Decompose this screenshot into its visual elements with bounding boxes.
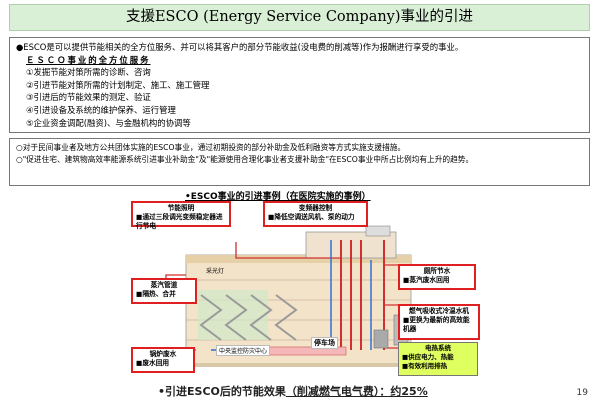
power-system-title: 电热系统 — [425, 344, 451, 352]
steam-pipe-title: 蒸汽管道 — [150, 281, 178, 289]
example-title: •ESCO事业的引进事例（在医院实施的事例） — [185, 192, 371, 202]
toilet-water-title: 厕所节水 — [423, 267, 451, 275]
parking-label: 停车场 — [311, 337, 338, 349]
esco-lead-text: ●ESCO是可以提供节能相关的全方位服务、并可以将其客户的部分节能收益(没电费的… — [16, 42, 464, 52]
lighting-box: 节能照明 ■通过三段调光变频稳定器进行节电 — [131, 201, 231, 230]
service-item: ③引进后的节能效果的测定、验证 — [26, 92, 151, 103]
effect-value: （削减燃气电气费）：约25% — [285, 385, 428, 398]
boiler-water-text: ■废水回用 — [136, 359, 170, 367]
absorption-chiller-box: 燃气吸收式冷温水机 ■更换为最新的高效能机器 — [398, 304, 480, 340]
transducer-title: 变频器控制 — [298, 204, 333, 212]
control-center-label: 中央监控防灾中心 — [216, 345, 271, 356]
toilet-water-box: 厕所节水 ■蒸汽废水回用 — [398, 264, 476, 290]
skylight-label: 采光灯 — [206, 268, 225, 275]
power-system-text2: ■有效利用排热 — [402, 362, 448, 370]
esco-services-subtitle: ＥＳＣＯ事业的全方位服务 — [26, 54, 151, 65]
page-number: 19 — [576, 388, 588, 398]
support-paragraph: ○对于民间事业者及地方公共团体实施的ESCO事业，通过初期投资的部分补助金及低利… — [16, 143, 406, 152]
support-measures-box: ○对于民间事业者及地方公共团体实施的ESCO事业，通过初期投资的部分补助金及低利… — [9, 138, 590, 186]
absorption-chiller-title: 燃气吸收式冷温水机 — [408, 307, 470, 315]
transducer-box: 变频器控制 ■降低空调送风机、泵的动力 — [263, 201, 368, 227]
esco-intro-box: ●ESCO是可以提供节能相关的全方位服务、并可以将其客户的部分节能收益(没电费的… — [9, 37, 590, 133]
service-item: ⑤企业资金调配(融资)、与金融机构的协调等 — [26, 117, 191, 128]
lighting-title: 节能照明 — [167, 204, 195, 212]
effect-summary: •引进ESCO后的节能效果（削减燃气电气费）：约25% — [158, 383, 428, 399]
page-title: 支援ESCO (Energy Service Company)事业的引进 — [9, 4, 590, 31]
absorption-chiller-text: ■更换为最新的高效能机器 — [403, 316, 470, 333]
transducer-text: ■降低空调送风机、泵的动力 — [268, 213, 355, 221]
boiler-water-title: 锅炉废水 — [149, 350, 177, 358]
steam-pipe-box: 蒸汽管道 ■隔热、合并 — [131, 278, 197, 304]
power-system-text: ■供应电力、热能 — [402, 353, 454, 361]
power-system-box: 电热系统 ■供应电力、热能 ■有效利用排热 — [398, 342, 478, 376]
service-item: ①发掘节能对策所需的诊断、咨询 — [26, 67, 151, 78]
hospital-diagram: 采光灯 中央监控防灾中心 停车场 节能照明 ■通过三段调光变频稳定器进行节电 变… — [126, 200, 481, 377]
toilet-water-text: ■蒸汽废水回用 — [403, 276, 450, 284]
service-item: ④引进设备及系统的维护保养、运行管理 — [26, 104, 176, 115]
boiler-water-box: 锅炉废水 ■废水回用 — [131, 347, 195, 373]
effect-prefix: •引进ESCO后的节能效果 — [158, 385, 286, 398]
lighting-text: ■通过三段调光变频稳定器进行节电 — [136, 213, 223, 230]
support-paragraph: ○"促进住宅、建筑物高效率能源系统引进事业补助金"及"能源使用合理化事业者支援补… — [16, 154, 474, 164]
service-item: ②引进节能对策所需的计划制定、施工、施工管理 — [26, 79, 210, 90]
steam-pipe-text: ■隔热、合并 — [136, 290, 176, 298]
